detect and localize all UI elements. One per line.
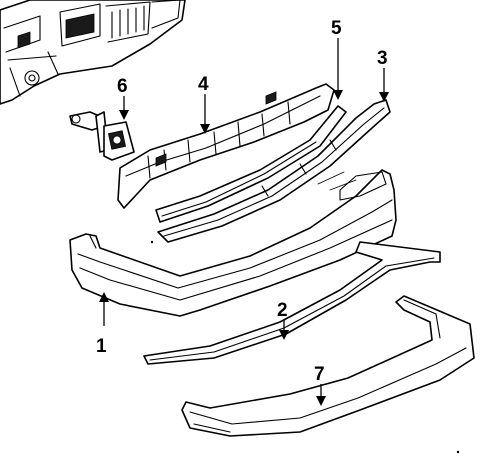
part-7-valance — [181, 295, 475, 437]
reference-dot — [456, 450, 460, 454]
callout-1: 1 — [96, 336, 107, 357]
part-1-bumper-cover — [69, 169, 397, 317]
callout-4: 4 — [198, 74, 209, 95]
reference-dot — [150, 240, 154, 244]
vehicle-rear-body — [0, 0, 186, 105]
callout-6: 6 — [117, 76, 128, 97]
callout-7: 7 — [314, 364, 325, 385]
part-5-molding — [155, 105, 347, 223]
part-2-lower-molding — [143, 241, 441, 365]
part-6-bracket — [69, 111, 135, 161]
leader-arrowheads — [99, 90, 389, 406]
callout-3: 3 — [377, 48, 388, 69]
callouts: 1 2 3 4 5 6 7 — [96, 18, 388, 385]
part-3-reinforcement — [157, 99, 391, 243]
callout-5: 5 — [331, 18, 342, 39]
part-4-impact-bar — [117, 83, 335, 209]
callout-2: 2 — [277, 300, 288, 321]
